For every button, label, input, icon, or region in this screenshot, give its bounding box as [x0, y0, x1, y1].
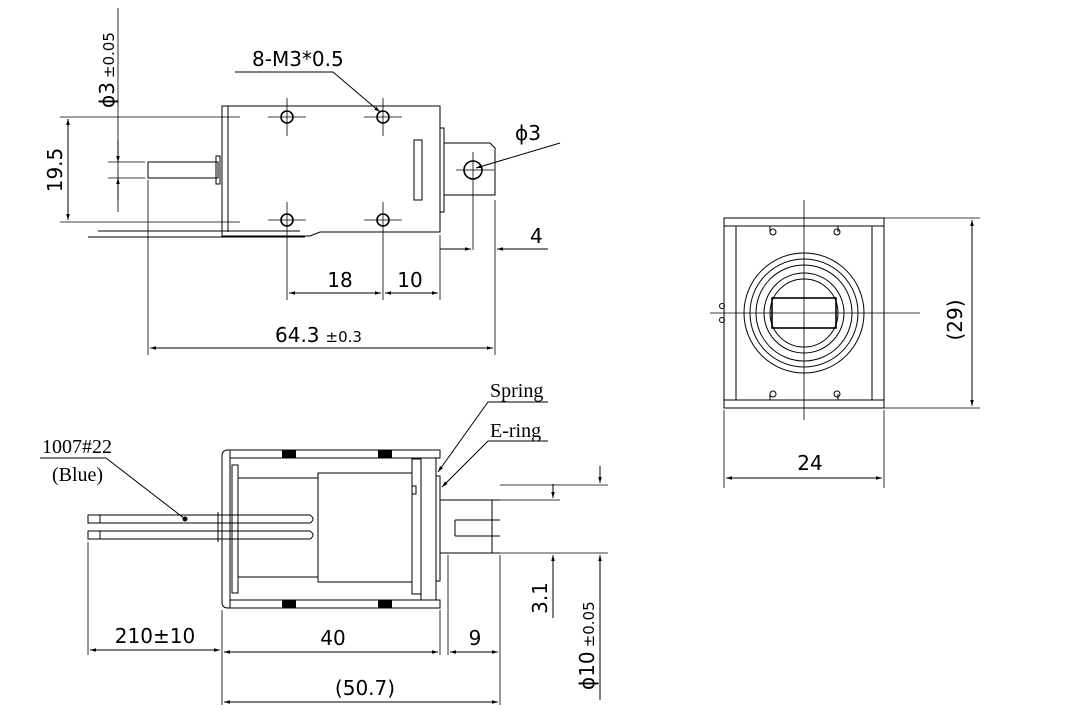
overall-length-dim: 64.3±0.3 [275, 323, 362, 347]
width-dim-24: 24 [797, 451, 822, 475]
bottom-view: Spring E-ring 1007#22 (Blue) 210±10 40 9… [40, 380, 608, 705]
e-ring-label: E-ring [490, 420, 541, 442]
slot-dim: 3.1 [528, 582, 552, 614]
total-length-dim: (50.7) [335, 676, 395, 700]
shaft-diameter-dim: ϕ3±0.05 [95, 32, 119, 108]
thread-label: 8-M3*0.5 [252, 47, 344, 71]
plunger-diameter-dim: ϕ10±0.05 [575, 601, 599, 690]
height-dim-19-5: 19.5 [43, 148, 67, 193]
dim-18: 18 [327, 268, 352, 292]
mounting-holes [268, 98, 494, 300]
wire-spec-label: 1007#22 [42, 436, 112, 458]
hole-diameter-label: ϕ3 [515, 121, 541, 145]
wire-color-label: (Blue) [52, 464, 103, 486]
dim-4: 4 [530, 224, 543, 248]
side-view: (29) 24 [710, 200, 980, 488]
lead-length-dim: 210±10 [115, 624, 195, 648]
stroke-dim: 9 [469, 626, 482, 650]
body-length-dim: 40 [320, 626, 345, 650]
spring-label: Spring [490, 380, 543, 402]
top-view: 19.5 ϕ3±0.05 8-M3*0.5 ϕ3 18 10 4 64.3±0.… [43, 8, 561, 355]
height-dim-29: (29) [943, 299, 967, 340]
dim-10: 10 [397, 268, 422, 292]
